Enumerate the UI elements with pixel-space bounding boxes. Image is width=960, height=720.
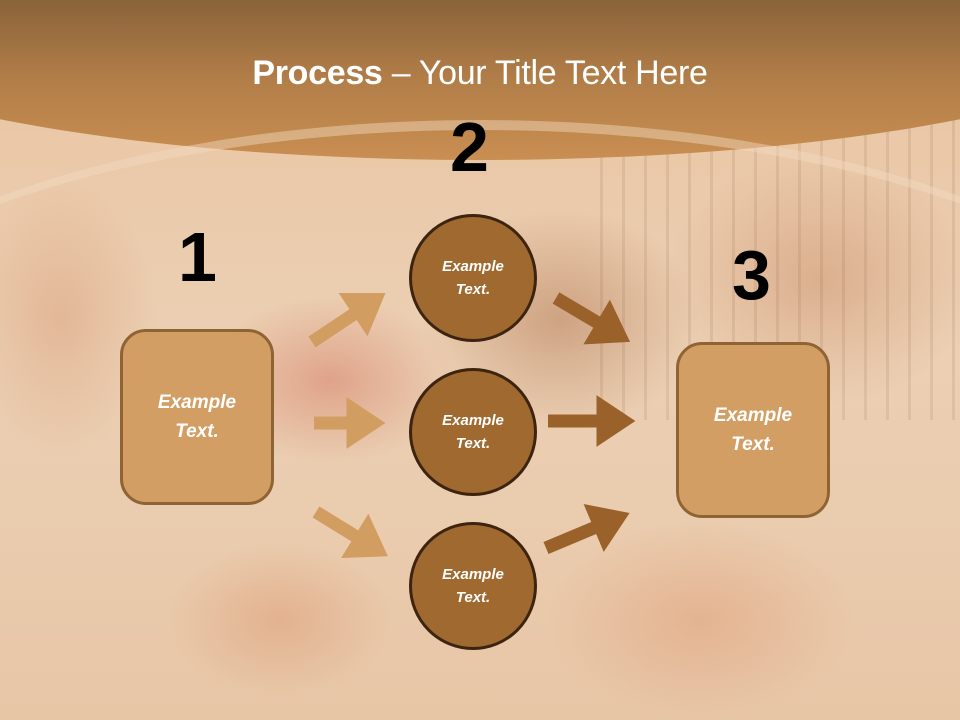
circle-middle-label-line2: Text. [455, 435, 491, 452]
step-3-label: Example Text. [714, 401, 792, 459]
title-bold: Process [252, 54, 383, 92]
circle-middle-label: Example Text. [442, 409, 504, 455]
step-3-box[interactable]: Example Text. [676, 342, 830, 518]
circle-top-label-line2: Text. [455, 281, 491, 298]
step-1-label-line1: Example [157, 392, 237, 413]
step-2-circle-top[interactable]: Example Text. [409, 214, 537, 342]
step-3-label-line2: Text. [731, 434, 775, 455]
circle-bottom-label-line1: Example [442, 566, 504, 583]
slide-title: Process – Your Title Text Here [0, 54, 960, 93]
step-3-label-line1: Example [713, 405, 793, 426]
step-1-label: Example Text. [158, 388, 236, 446]
step-1-label-line2: Text. [175, 421, 219, 442]
circle-bottom-label: Example Text. [442, 563, 504, 609]
arrow-2a-to-3 [552, 292, 631, 345]
step-number-1: 1 [178, 218, 217, 296]
arrow-2c-to-3 [543, 504, 630, 554]
circle-top-label-line1: Example [442, 258, 504, 275]
arrow-1-to-2a [308, 293, 386, 348]
step-2-circle-bottom[interactable]: Example Text. [409, 522, 537, 650]
circle-middle-label-line1: Example [442, 412, 504, 429]
circle-top-label: Example Text. [442, 255, 504, 301]
step-number-3: 3 [732, 236, 771, 314]
circle-bottom-label-line2: Text. [455, 589, 491, 606]
header-arc-highlight [0, 120, 960, 720]
arrow-1-to-2c [312, 506, 388, 558]
title-rest: – Your Title Text Here [382, 54, 708, 92]
step-2-circle-middle[interactable]: Example Text. [409, 368, 537, 496]
step-1-box[interactable]: Example Text. [120, 329, 274, 505]
step-number-2: 2 [450, 108, 489, 186]
